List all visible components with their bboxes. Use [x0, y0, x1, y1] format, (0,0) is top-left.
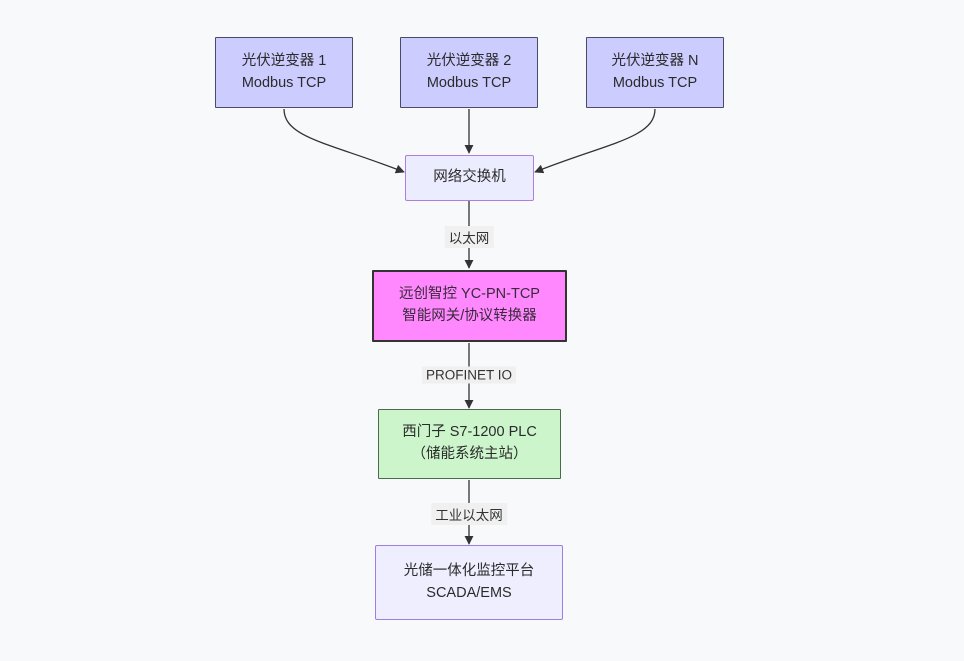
node-siemens-plc-line1: 西门子 S7-1200 PLC	[402, 424, 537, 441]
node-pv-inverter-1[interactable]: 光伏逆变器 1 Modbus TCP	[215, 37, 353, 108]
node-siemens-plc[interactable]: 西门子 S7-1200 PLC （储能系统主站）	[378, 409, 561, 479]
node-pv-inverter-2-line1: 光伏逆变器 2	[426, 52, 512, 69]
node-protocol-gateway-line2: 智能网关/协议转换器	[402, 308, 537, 324]
node-protocol-gateway-line1: 远创智控 YC-PN-TCP	[399, 286, 540, 303]
node-pv-inverter-1-line1: 光伏逆变器 1	[241, 52, 327, 69]
node-pv-inverter-n[interactable]: 光伏逆变器 N Modbus TCP	[586, 37, 724, 108]
node-pv-inverter-2-line2: Modbus TCP	[426, 74, 512, 91]
edge-label-profinet-io: PROFINET IO	[421, 366, 517, 384]
node-scada-platform[interactable]: 光储一体化监控平台 SCADA/EMS	[375, 545, 563, 620]
node-scada-platform-line1: 光储一体化监控平台	[403, 562, 535, 579]
node-pv-inverter-1-line2: Modbus TCP	[241, 74, 327, 91]
node-protocol-gateway[interactable]: 远创智控 YC-PN-TCP 智能网关/协议转换器	[372, 270, 567, 342]
edge-inverter1-to-switch	[283, 108, 405, 174]
node-pv-inverter-n-line2: Modbus TCP	[612, 74, 698, 91]
node-siemens-plc-line2: （储能系统主站）	[411, 446, 528, 462]
node-pv-inverter-2[interactable]: 光伏逆变器 2 Modbus TCP	[400, 37, 538, 108]
node-scada-platform-line2: SCADA/EMS	[426, 584, 512, 601]
edge-inverterN-to-switch	[534, 108, 656, 174]
edge-label-ethernet: 以太网	[444, 226, 494, 248]
edge-label-industrial-ethernet: 工业以太网	[431, 503, 507, 525]
node-network-switch[interactable]: 网络交换机	[405, 155, 534, 201]
node-network-switch-line1: 网络交换机	[433, 169, 506, 186]
node-pv-inverter-n-line1: 光伏逆变器 N	[611, 52, 699, 69]
